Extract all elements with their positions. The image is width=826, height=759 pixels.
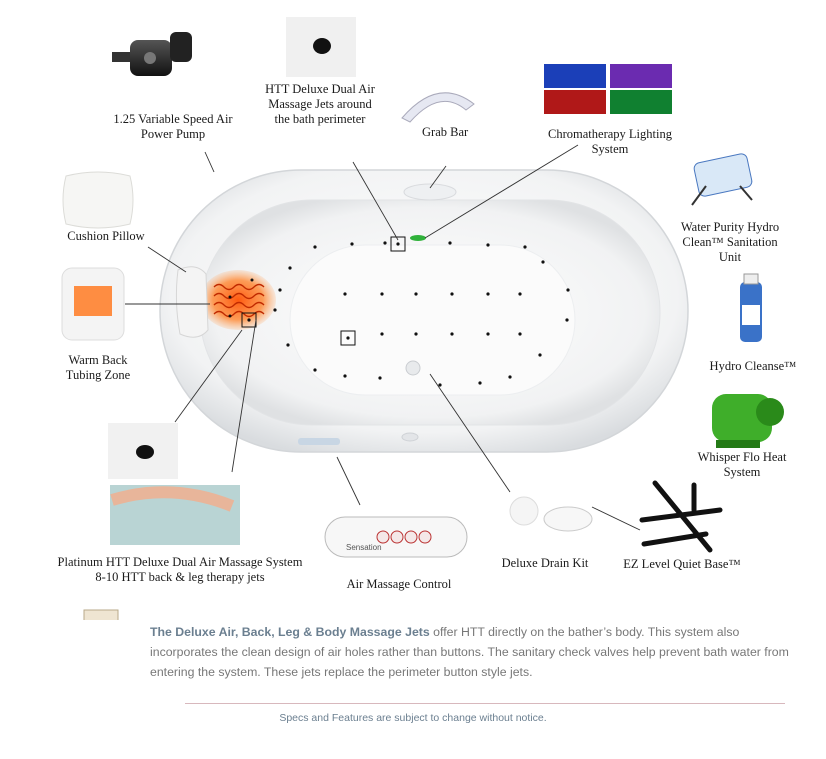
label-ez-base: EZ Level Quiet Base™ [623, 557, 741, 571]
jet-dots [228, 241, 570, 387]
label-warm-back: Warm Back Tubing Zone [65, 353, 131, 382]
description-text: offer HTT directly on the bather’s body.… [150, 625, 789, 679]
warm-back-zone [200, 270, 276, 330]
jet-hole-icon [286, 17, 356, 77]
base-frame-icon [639, 480, 723, 553]
label-hydro-cleanse: Hydro Cleanse™ [709, 359, 797, 373]
grab-bar-icon [401, 92, 475, 123]
warm-back-icon [61, 267, 125, 341]
chromatherapy-lights-icon [544, 64, 672, 114]
control-brand-text: Sensation [346, 543, 382, 552]
label-water-purity: Water Purity Hydro Clean™ Sanitation Uni… [680, 220, 780, 264]
description-paragraph: The Deluxe Air, Back, Leg & Body Massage… [150, 622, 790, 682]
control-panel-icon [324, 516, 468, 558]
bottle-icon [740, 273, 762, 342]
footer-note: Specs and Features are subject to change… [279, 712, 547, 724]
label-pump: 1.25 Variable Speed Air Power Pump [113, 112, 233, 141]
label-platinum-sub: 8-10 HTT back & leg therapy jets [95, 570, 265, 584]
jet-hole-icon-2 [108, 423, 178, 479]
label-grab-bar: Grab Bar [422, 125, 469, 139]
sanitation-unit-icon [691, 153, 753, 206]
label-chromatherapy: Chromatherapy Lighting System [548, 127, 672, 156]
air-pump-icon [112, 32, 192, 76]
heater-icon [712, 394, 784, 448]
bathtub-diagram: Sensation [61, 17, 784, 620]
drain-kit-icon [509, 496, 593, 532]
label-cushion: Cushion Pillow [67, 229, 145, 243]
label-air-control: Air Massage Control [346, 577, 452, 591]
cushion-pillow-icon [62, 171, 134, 229]
label-htt-jets: HTT Deluxe Dual Air Massage Jets around … [265, 82, 375, 126]
candles-photo [83, 609, 119, 620]
description-bold: The Deluxe Air, Back, Leg & Body Massage… [150, 625, 430, 639]
label-whisper: Whisper Flo Heat System [697, 450, 787, 479]
label-drain: Deluxe Drain Kit [501, 556, 589, 570]
label-platinum: Platinum HTT Deluxe Dual Air Massage Sys… [57, 555, 303, 569]
water-jets-photo [110, 485, 240, 545]
tub-pillow [175, 266, 209, 338]
divider-rule [185, 703, 785, 704]
